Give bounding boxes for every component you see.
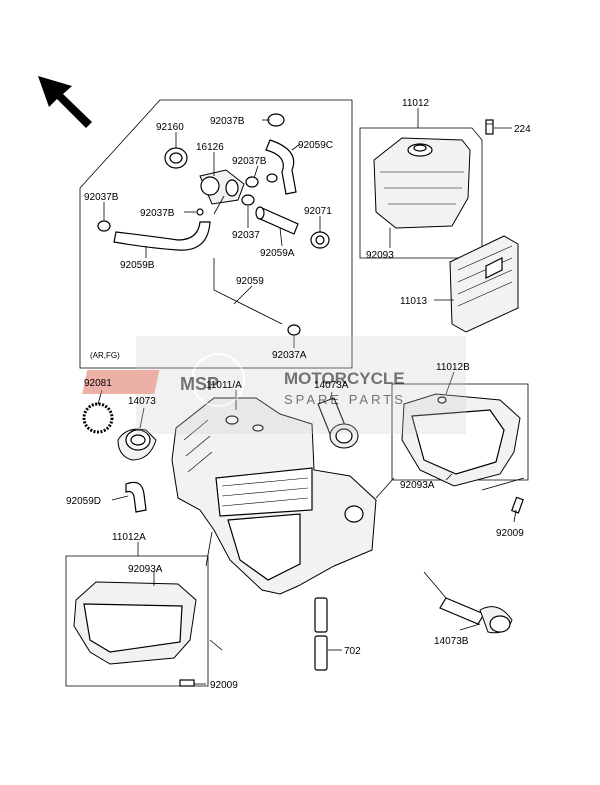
duct-14073 bbox=[117, 428, 157, 461]
clamp-92081 bbox=[82, 402, 114, 434]
air-cleaner-housing-11011A bbox=[171, 397, 377, 595]
label-11012A: 11012A bbox=[112, 532, 146, 543]
inset-frame-11012A bbox=[65, 555, 209, 687]
label-92037B-top: 92037B bbox=[210, 116, 245, 127]
label-92093: 92093 bbox=[366, 250, 394, 261]
cover-11012A bbox=[73, 581, 197, 665]
label-92009-left: 92009 bbox=[210, 680, 238, 691]
watermark-subtitle: SPARE PARTS bbox=[284, 392, 406, 407]
tube-702 bbox=[314, 597, 328, 671]
label-16126: 16126 bbox=[196, 142, 224, 153]
grommet-92071 bbox=[310, 231, 330, 249]
label-702: 702 bbox=[344, 646, 361, 657]
label-11011A: 11011/A bbox=[206, 380, 242, 391]
inset-frame-11012B bbox=[391, 383, 529, 481]
watermark-title: MOTORCYCLE bbox=[284, 369, 405, 388]
clamp-92037B-mid bbox=[245, 173, 278, 188]
label-11012: 11012 bbox=[402, 98, 430, 109]
inset-frame-hoses bbox=[79, 99, 353, 369]
screw-92009-left bbox=[179, 679, 195, 687]
clamp-92037B-top bbox=[267, 113, 285, 127]
label-92093A-left: 92093A bbox=[128, 564, 163, 575]
hose-92059C bbox=[265, 139, 297, 195]
label-92037B-left: 92037B bbox=[84, 192, 119, 203]
label-92059C: 92059C bbox=[298, 140, 333, 151]
label-92059B: 92059B bbox=[120, 260, 155, 271]
duct-14073A bbox=[317, 397, 359, 449]
air-cleaner-cover-11012 bbox=[373, 137, 471, 229]
screw-92009-right bbox=[511, 496, 524, 514]
seal-92160 bbox=[164, 147, 188, 169]
air-filter-element-11013 bbox=[449, 235, 519, 333]
leader-lines bbox=[97, 108, 525, 685]
label-92071: 92071 bbox=[304, 206, 332, 217]
label-224: 224 bbox=[514, 124, 531, 135]
watermark-logo: MSP bbox=[180, 374, 219, 394]
clamp-92037 bbox=[241, 194, 255, 206]
label-14073A: 14073A bbox=[314, 380, 349, 391]
label-14073: 14073 bbox=[128, 396, 156, 407]
label-92160: 92160 bbox=[156, 122, 184, 133]
label-92037: 92037 bbox=[232, 230, 260, 241]
valve-16126 bbox=[199, 169, 245, 205]
label-92059A: 92059A bbox=[260, 248, 295, 259]
label-92009-right: 92009 bbox=[496, 528, 524, 539]
pipe-92059A bbox=[255, 206, 299, 235]
label-92037A: 92037A bbox=[272, 350, 307, 361]
watermark: MSP MOTORCYCLE SPARE PARTS bbox=[82, 336, 466, 434]
label-92037B-small: 92037B bbox=[140, 208, 175, 219]
bolt-224 bbox=[485, 119, 494, 135]
label-ar-fg: (AR,FG) bbox=[90, 351, 120, 360]
label-92037B-mid: 92037B bbox=[232, 156, 267, 167]
clamp-92037B-small bbox=[196, 208, 204, 216]
label-92081: 92081 bbox=[84, 378, 112, 389]
label-11012B: 11012B bbox=[436, 362, 470, 373]
label-92093A-right: 92093A bbox=[400, 480, 435, 491]
duct-14073B bbox=[439, 597, 513, 634]
label-14073B: 14073B bbox=[434, 636, 469, 647]
part-labels: 11012 224 92093 11013 92160 16126 92037B… bbox=[66, 98, 531, 691]
cover-11012B bbox=[401, 393, 521, 487]
hose-92059 bbox=[213, 195, 283, 325]
clamp-92037B-left bbox=[97, 220, 111, 232]
clamp-92037A bbox=[287, 324, 301, 336]
label-11013: 11013 bbox=[400, 296, 428, 307]
label-92059D: 92059D bbox=[66, 496, 101, 507]
inset-frame-cover bbox=[359, 127, 483, 259]
direction-arrow-icon bbox=[38, 76, 92, 128]
hose-92059B bbox=[113, 221, 211, 251]
hose-92059D bbox=[125, 481, 147, 513]
label-92059: 92059 bbox=[236, 276, 264, 287]
